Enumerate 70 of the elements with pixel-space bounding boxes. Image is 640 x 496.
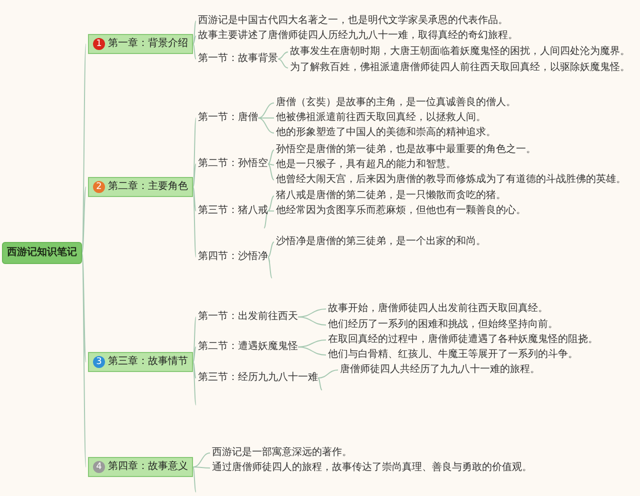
branch-line (268, 164, 274, 180)
subtopic-text: 第二节：遭遇妖魔鬼怪 (198, 341, 298, 353)
branch-line (268, 256, 272, 278)
branch-line (298, 346, 326, 356)
branch-line (192, 346, 196, 362)
branch-line (278, 58, 288, 68)
chapter-topic (88, 177, 193, 197)
note-text: 西游记是中国古代四大名著之一，也是明代文学家吴承恩的代表作品。 (198, 15, 508, 27)
root-topic: 西游记知识笔记 (2, 242, 82, 264)
branch-line (318, 370, 338, 378)
note-text: 通过唐僧师徒四人的旅程，故事传达了崇尚真理、善良与勇敢的价值观。 (212, 462, 532, 474)
branch-line (192, 452, 210, 468)
subtopic-text: 第四节：沙悟净 (198, 251, 268, 263)
branch-line (264, 210, 268, 228)
note-text: 在取回真经的过程中，唐僧师徒遭遇了各种妖魔鬼怪的阻挠。 (328, 334, 598, 346)
branch-line (192, 186, 196, 212)
branch-line (192, 466, 196, 492)
branch-line (82, 186, 86, 254)
branch-line (298, 316, 326, 326)
note-text: 猪八戒是唐僧的第二徒弟，是一只懒散而贪吃的猪。 (276, 190, 506, 202)
topic-label: 第四章：故事意义 (108, 461, 188, 473)
note-text: 唐僧（玄奘）是故事的主角，是一位真诚善良的僧人。 (276, 97, 516, 109)
note-text: 故事主要讲述了唐僧师徒四人历经九九八十一难，取得真经的奇幻旅程。 (198, 30, 518, 42)
branch-line (192, 466, 210, 468)
branch-line (192, 44, 196, 60)
branch-line (268, 210, 274, 212)
branch-line (82, 252, 86, 468)
chapter-topic (88, 457, 193, 477)
note-text: 沙悟净是唐僧的第三徒弟，是一个出家的和尚。 (276, 236, 486, 248)
branch-line (258, 118, 274, 134)
note-text: 故事开始，唐僧师徒四人出发前往西天取回真经。 (328, 303, 548, 315)
subtopic-text: 第二节：孙悟空 (198, 158, 268, 170)
note-text: 唐僧师徒四人共经历了九九八十一难的旅程。 (340, 364, 540, 376)
branch-line (268, 242, 274, 258)
subtopic-text: 第一节：唐僧 (198, 112, 258, 124)
number-badge: 1 (93, 38, 105, 50)
branch-line (268, 150, 274, 164)
note-text: 为了解救百姓，佛祖派遣唐僧师徒四人前往西天取回真经，以驱除妖魔鬼怪。 (290, 62, 630, 74)
chapter-topic (88, 34, 193, 54)
number-badge: 3 (93, 356, 105, 368)
note-text: 他们经历了一系列的困难和挑战，但始终坚持向前。 (328, 319, 558, 331)
note-text: 他被佛祖派遣前往西天取回真经，以拯救人间。 (276, 112, 486, 124)
topic-label: 第三章：故事情节 (108, 356, 188, 368)
branch-line (278, 52, 288, 60)
branch-line (258, 102, 274, 118)
note-text: 孙悟空是唐僧的第一徒弟，也是故事中最重要的角色之一。 (276, 144, 536, 156)
branch-line (318, 378, 322, 390)
note-text: 他是一只猴子，具有超凡的能力和智慧。 (276, 159, 456, 171)
subtopic-text: 第一节：故事背景 (198, 53, 278, 65)
topic-label: 第二章：主要角色 (108, 181, 188, 193)
note-text: 西游记是一部寓意深远的著作。 (212, 447, 352, 459)
note-text: 他们与白骨精、红孩儿、牛魔王等展开了一系列的斗争。 (328, 349, 578, 361)
branch-line (82, 252, 86, 362)
number-badge: 4 (93, 461, 105, 473)
note-text: 故事发生在唐朝时期，大唐王朝面临着妖魔鬼怪的困扰，人间四处沦为魔界。 (290, 46, 630, 58)
branch-line (192, 362, 196, 378)
branch-line (268, 164, 274, 166)
note-text: 他的形象塑造了中国人的美德和崇高的精神追求。 (276, 127, 496, 139)
subtopic-text: 第三节：猪八戒 (198, 205, 268, 217)
branch-line (268, 256, 270, 262)
topic-label: 第一章：背景介绍 (108, 38, 188, 50)
note-text: 他经常因为贪图享乐而惹麻烦，但他也有一颗善良的心。 (276, 205, 526, 217)
subtopic-text: 第三节：经历九九八十一难 (198, 372, 318, 384)
branch-line (268, 196, 274, 212)
subtopic-text: 第一节：出发前往西天 (198, 311, 298, 323)
branch-line (192, 164, 196, 188)
number-badge: 2 (93, 181, 105, 193)
note-text: 他曾经大闹天宫，后来因为唐僧的教导而修炼成为了有道德的斗战胜佛的英雄。 (276, 174, 626, 186)
chapter-topic (88, 352, 193, 372)
branch-line (192, 36, 196, 44)
